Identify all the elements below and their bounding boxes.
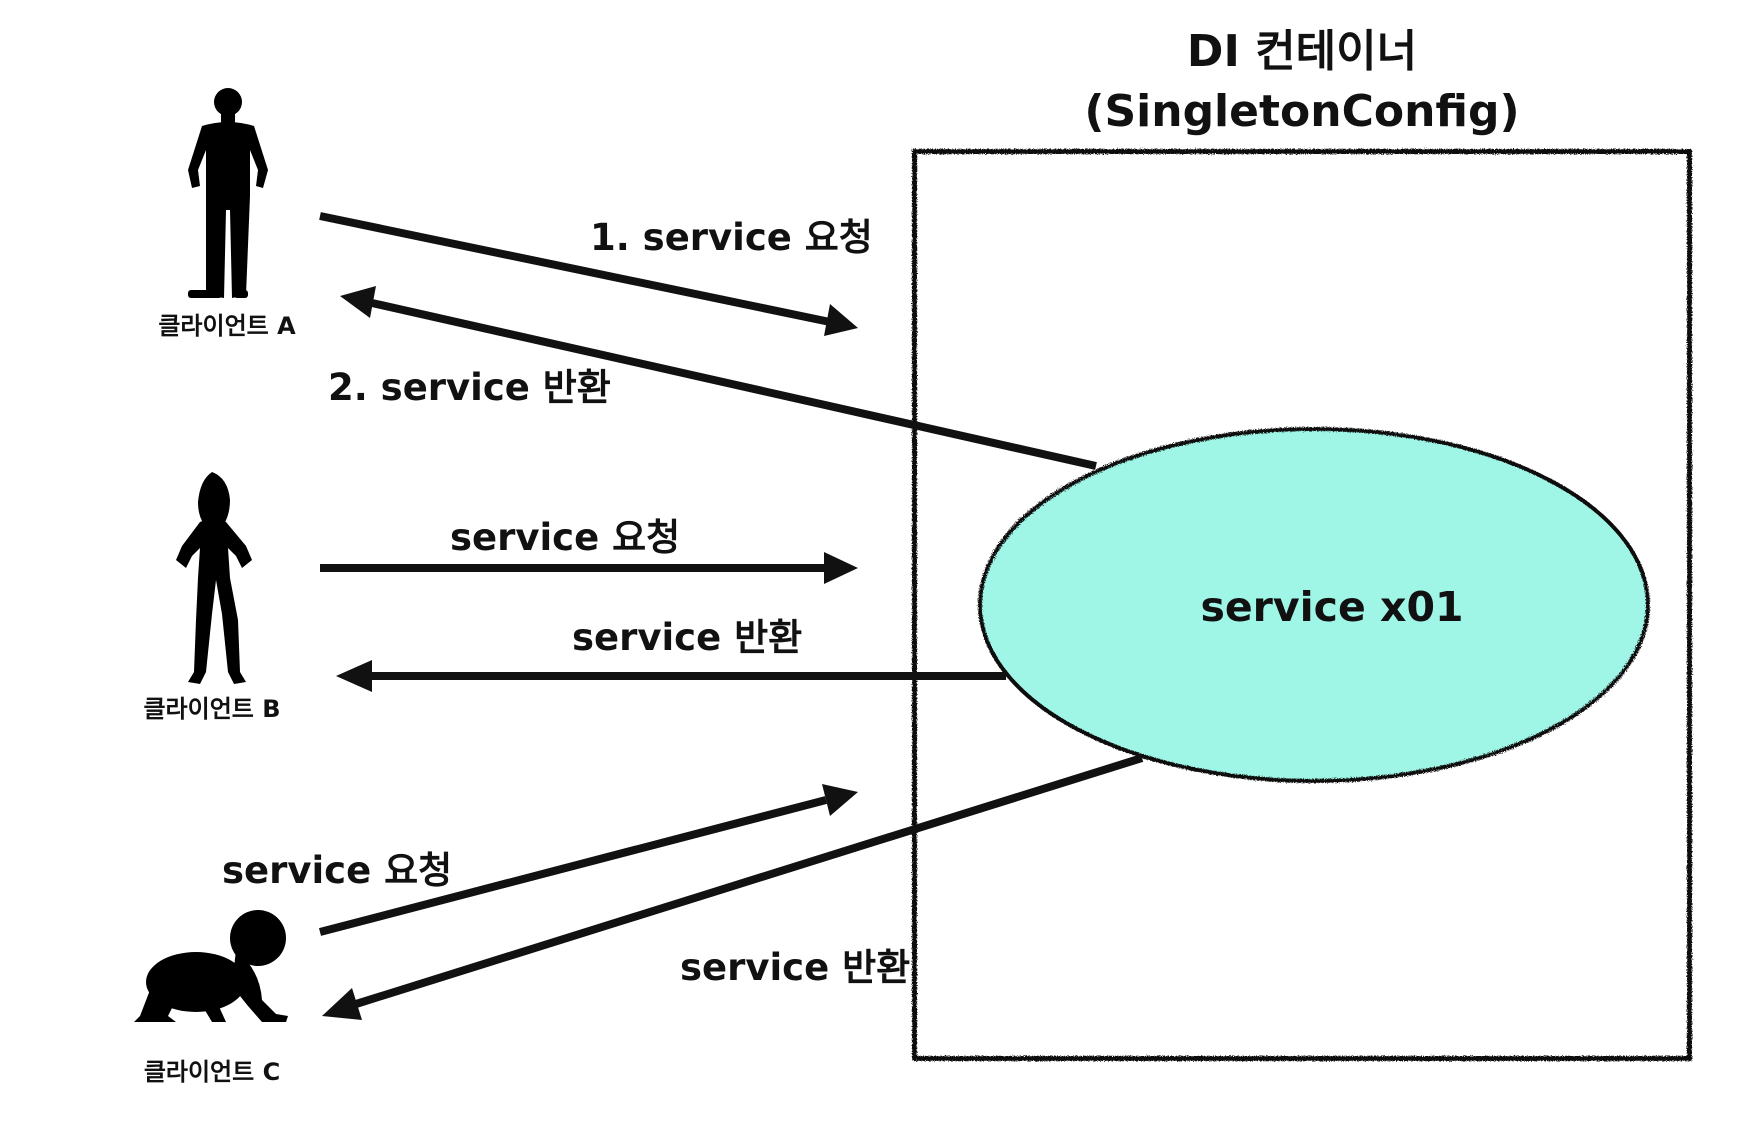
arrow-a-return-label: 2. service 반환	[328, 366, 611, 409]
client-b-label: 클라이언트 B	[143, 695, 280, 723]
baby-crawling-icon	[134, 910, 288, 1022]
client-c-label: 클라이언트 C	[144, 1058, 280, 1086]
arrow-b-request	[320, 552, 858, 584]
arrow-c-return-label: service 반환	[680, 946, 910, 989]
arrow-a-request	[319, 212, 858, 336]
woman-standing-icon	[176, 472, 252, 684]
container-title-line2: (SingletonConfig)	[1084, 86, 1519, 137]
service-node: service x01	[978, 427, 1650, 783]
arrow-a-return	[340, 286, 1097, 470]
arrow-a-request-label: 1. service 요청	[590, 216, 873, 259]
client-c: 클라이언트 C	[134, 910, 288, 1086]
arrow-c-request-label: service 요청	[222, 849, 452, 892]
arrow-b-request-label: service 요청	[450, 516, 680, 559]
di-container-box	[912, 149, 1692, 1061]
arrow-b-return-label: service 반환	[572, 616, 802, 659]
client-a-label: 클라이언트 A	[158, 312, 296, 340]
service-node-label: service x01	[1200, 583, 1463, 631]
arrow-c-return	[322, 754, 1144, 1020]
service-ellipse	[980, 429, 1648, 781]
client-b: 클라이언트 B	[143, 472, 281, 723]
man-standing-icon	[188, 88, 268, 298]
service-ellipse-outline	[978, 427, 1650, 783]
arrow-b-return	[336, 660, 1006, 692]
container-title-line1: DI 컨테이너	[1187, 26, 1417, 77]
client-a: 클라이언트 A	[158, 88, 296, 340]
arrow-c-request	[318, 784, 858, 936]
